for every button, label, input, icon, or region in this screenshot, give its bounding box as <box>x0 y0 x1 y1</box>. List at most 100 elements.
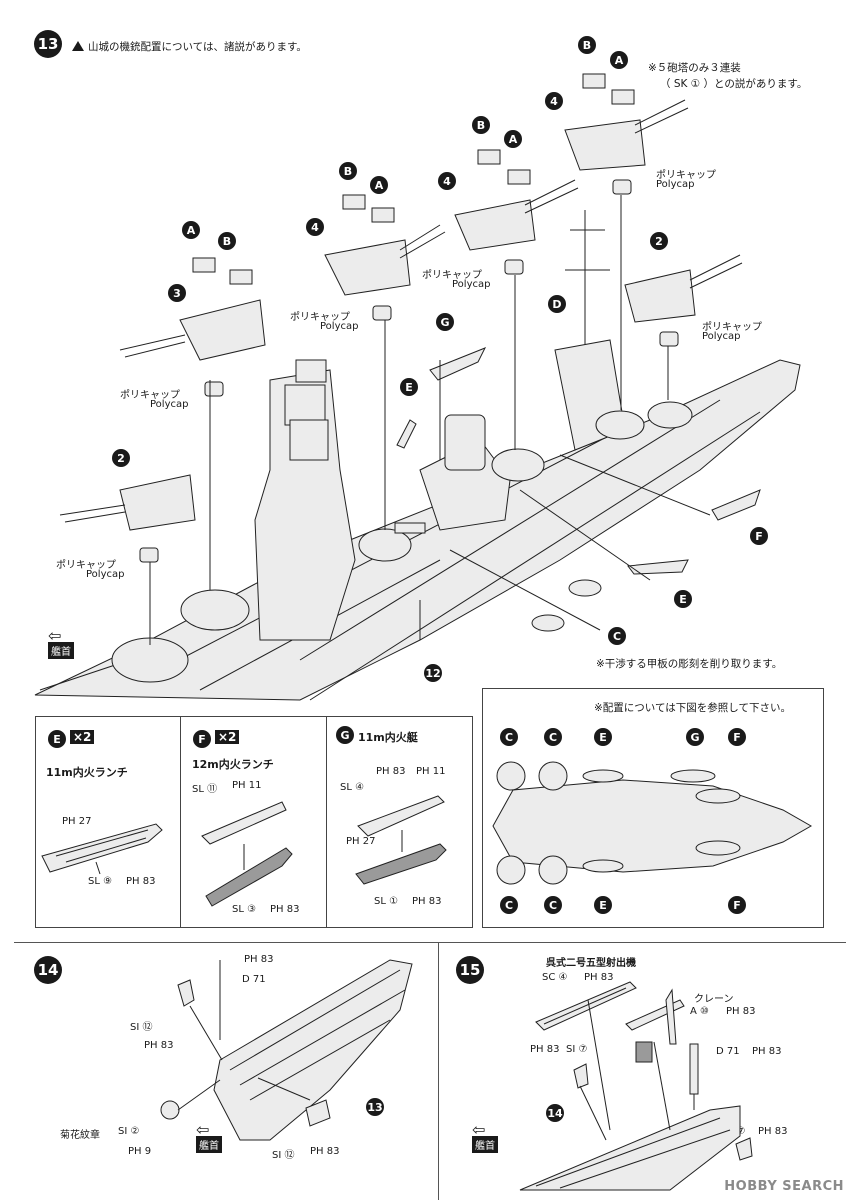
step14-bow-drawing <box>160 959 413 1141</box>
gun-a-label-3: A <box>504 130 522 148</box>
step14-chrysanthemum: 菊花紋章 <box>60 1130 100 1141</box>
panel-e-title: 11m内火ランチ <box>46 766 128 779</box>
part-c-label: C <box>608 627 626 645</box>
step14-ph83-b: PH 83 <box>310 1146 340 1157</box>
diagram-c-top-1: C <box>500 728 518 746</box>
gun-b-label-1: B <box>218 232 236 250</box>
step14-ph83-top: PH 83 <box>244 954 274 965</box>
polycap-label-jp-5: ポリキャップ <box>120 390 180 401</box>
gun-a-label-4: A <box>610 51 628 69</box>
polycap-label-jp-6: ポリキャップ <box>56 560 116 571</box>
warning-icon <box>72 41 84 51</box>
step13-assembly-drawing <box>34 73 801 701</box>
part-g-label: G <box>436 313 454 331</box>
step14-d71: D 71 <box>242 974 266 985</box>
placement-diagram-frame <box>482 688 824 928</box>
turret-3-label: 3 <box>168 284 186 302</box>
step15-ph83-e: PH 83 <box>758 1126 788 1137</box>
panel-e-boat-drawing <box>41 823 163 875</box>
step14-si12-a: SI ⑫ <box>130 1022 153 1033</box>
step15-ph83-d: PH 83 <box>752 1046 782 1057</box>
step-14-15-divider <box>438 942 439 1200</box>
step-15-number: 15 <box>456 956 484 984</box>
part-e-label-top: E <box>400 378 418 396</box>
turret-2-label-rear: 2 <box>650 232 668 250</box>
panel-e-sl: SL ⑨ <box>88 876 113 887</box>
polycap-label-en-4: Polycap <box>702 331 741 342</box>
step15-ph83-c: PH 83 <box>530 1044 560 1055</box>
step15-a10: A ⑩ <box>690 1006 709 1017</box>
diagram-c-top-2: C <box>544 728 562 746</box>
turret-note-line1: ※５砲塔のみ３連装 <box>648 62 741 74</box>
hull-part-12: 12 <box>424 664 442 682</box>
panel-e-ph-top: PH 27 <box>62 816 92 827</box>
turret-4-label-b: 4 <box>438 172 456 190</box>
step15-ph83-a: PH 83 <box>584 972 614 983</box>
panel-g-boat-drawing <box>355 795 447 885</box>
step15-stern-drawing <box>519 981 753 1191</box>
panel-g-ph-a: PH 83 <box>376 766 406 777</box>
turret-4-label-c: 4 <box>545 92 563 110</box>
diagram-c-bottom-2: C <box>544 896 562 914</box>
panel-f-ph-bottom: PH 83 <box>270 904 300 915</box>
bow-label: 艦首 <box>48 642 74 659</box>
step15-bow-arrow-icon: ⇦ <box>472 1120 486 1139</box>
hobby-search-watermark: HOBBY SEARCH <box>724 1179 844 1194</box>
panel-g-ph-b: PH 11 <box>416 766 446 777</box>
panel-g-title: 11m内火艇 <box>358 731 418 744</box>
gun-b-label-4: B <box>578 36 596 54</box>
placement-diagram-note: ※配置については下図を参照して下さい。 <box>594 702 791 714</box>
panel-g-letter: G <box>336 726 354 744</box>
boat-panels-frame <box>35 716 473 928</box>
cut-deck-note: ※干渉する甲板の彫刻を削り取ります。 <box>596 658 783 670</box>
gun-b-label-3: B <box>472 116 490 134</box>
step-divider <box>14 942 846 943</box>
panel-f-multiplier: ×2 <box>215 730 240 744</box>
warning-note: 山城の機銃配置については、諸説があります。 <box>72 39 307 54</box>
polycap-label-jp-1: ポリキャップ <box>290 312 350 323</box>
panel-f-letter: F <box>193 730 211 748</box>
polycap-label-jp-2: ポリキャップ <box>422 270 482 281</box>
step14-ref-13: 13 <box>366 1098 384 1116</box>
step14-ph9: PH 9 <box>128 1146 152 1157</box>
panel-e-letter: E <box>48 730 66 748</box>
panel-f-title: 12m内火ランチ <box>192 758 274 771</box>
bow-arrow-icon: ⇦ <box>48 626 62 645</box>
polycap-label-jp-3: ポリキャップ <box>656 170 716 181</box>
step15-ref-14: 14 <box>546 1104 564 1122</box>
panel-f-sl-top: SL ⑪ <box>192 784 218 795</box>
gun-b-label-2: B <box>339 162 357 180</box>
diagram-e-bottom: E <box>594 896 612 914</box>
step15-d71: D 71 <box>716 1046 740 1057</box>
diagram-c-bottom-1: C <box>500 896 518 914</box>
step14-ph83-a: PH 83 <box>144 1040 174 1051</box>
polycap-label-en-6: Polycap <box>86 569 125 580</box>
diagram-f-top: F <box>728 728 746 746</box>
diagram-f-bottom: F <box>728 896 746 914</box>
step14-si2: SI ② <box>118 1126 140 1137</box>
panel-f-sl-bottom: SL ③ <box>232 904 257 915</box>
turret-note-line2: （ SK ① ）との説があります。 <box>660 78 808 90</box>
step15-si7-a: SI ⑦ <box>566 1044 588 1055</box>
diagram-e-top: E <box>594 728 612 746</box>
polycap-label-en-1: Polycap <box>320 321 359 332</box>
panel-e-ph-bottom: PH 83 <box>126 876 156 887</box>
diagram-g-top: G <box>686 728 704 746</box>
step15-crane-title: クレーン <box>694 994 734 1005</box>
step14-si12-b: SI ⑫ <box>272 1150 295 1161</box>
turret-2-label-front: 2 <box>112 449 130 467</box>
step14-bow-arrow-icon: ⇦ <box>196 1120 210 1139</box>
panel-g-ph-bottom: PH 83 <box>412 896 442 907</box>
gun-a-label-2: A <box>370 176 388 194</box>
polycap-label-en-3: Polycap <box>656 179 695 190</box>
polycap-label-en-2: Polycap <box>452 279 491 290</box>
gun-a-label-1: A <box>182 221 200 239</box>
step15-ph83-b: PH 83 <box>726 1006 756 1017</box>
panel-e-multiplier: ×2 <box>70 730 95 744</box>
step15-bow-label: 艦首 <box>472 1136 498 1153</box>
panel-g-sl: SL ④ <box>340 782 365 793</box>
panel-f-boat-drawing <box>201 801 293 907</box>
panel-g-sl-bottom: SL ① <box>374 896 399 907</box>
part-e-label-right: E <box>674 590 692 608</box>
step-14-number: 14 <box>34 956 62 984</box>
